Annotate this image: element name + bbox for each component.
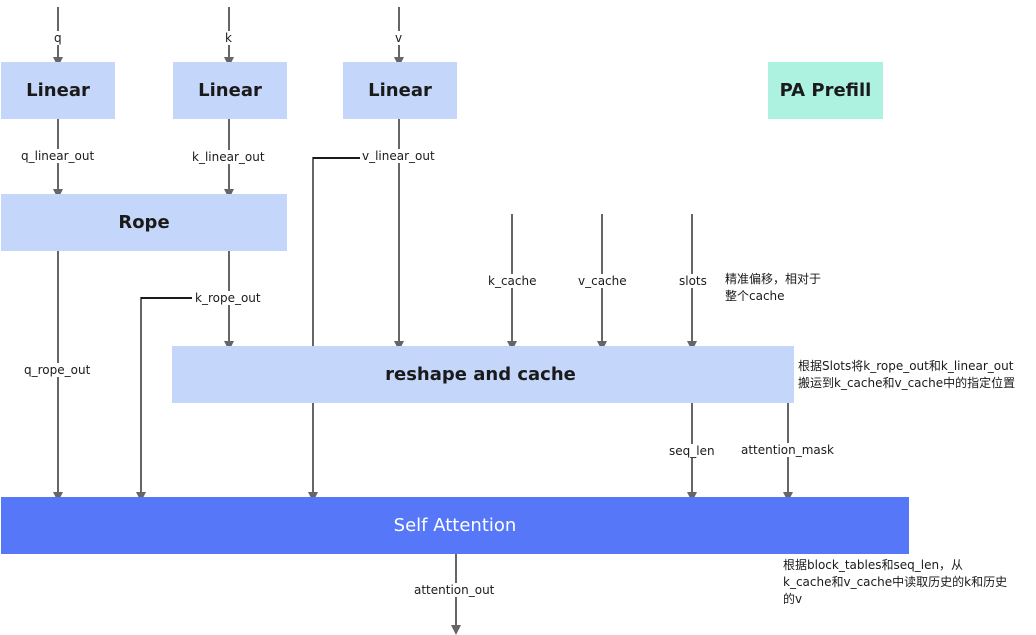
self-attention-label: Self Attention xyxy=(393,515,517,536)
linear-v-label: Linear xyxy=(368,80,432,101)
k-cache-label: k_cache xyxy=(486,274,539,288)
q-input-label: q xyxy=(52,31,64,45)
rope-label: Rope xyxy=(118,212,170,233)
k-linear-out-label: k_linear_out xyxy=(190,150,267,164)
reshape-note-line-1: 根据Slots将k_rope_out和k_linear_out xyxy=(798,359,1014,373)
q-rope-out-label: q_rope_out xyxy=(22,363,93,377)
attention-out-label: attention_out xyxy=(412,583,497,597)
attention-note-line-1: 根据block_tables和seq_len，从 xyxy=(783,558,964,572)
v-cache-label: v_cache xyxy=(576,274,629,288)
v-linear-branch-arrow xyxy=(308,157,360,502)
linear-q-box: Linear xyxy=(1,62,115,119)
linear-k-box: Linear xyxy=(173,62,287,119)
slots-note-line-1: 精准偏移，相对于 xyxy=(725,272,822,286)
rope-box: Rope xyxy=(1,194,287,251)
attention-note-line-3: 的v xyxy=(783,592,803,606)
k-input-label: k xyxy=(223,31,234,45)
slots-note-line-2: 整个cache xyxy=(725,289,785,303)
slots-note: 精准偏移，相对于 整个cache xyxy=(725,271,821,305)
attention-mask-label: attention_mask xyxy=(739,443,836,457)
linear-k-label: Linear xyxy=(198,80,262,101)
attention-note-line-2: k_cache和v_cache中读取历史的k和历史 xyxy=(783,575,1008,589)
v-input-label: v xyxy=(393,31,405,45)
linear-v-box: Linear xyxy=(343,62,457,119)
reshape-and-cache-label: reshape and cache xyxy=(385,364,576,385)
seq-len-label: seq_len xyxy=(667,444,717,458)
reshape-and-cache-box: reshape and cache xyxy=(172,346,794,403)
v-linear-out-label: v_linear_out xyxy=(360,149,437,163)
slots-label: slots xyxy=(677,274,709,288)
self-attention-box: Self Attention xyxy=(1,497,909,554)
attention-note: 根据block_tables和seq_len，从 k_cache和v_cache… xyxy=(783,557,1007,608)
linear-q-label: Linear xyxy=(26,80,90,101)
pa-prefill-label: PA Prefill xyxy=(779,80,872,101)
k-rope-out-label: k_rope_out xyxy=(193,291,263,305)
q-linear-out-label: q_linear_out xyxy=(19,149,97,163)
reshape-note: 根据Slots将k_rope_out和k_linear_out 搬运到k_cac… xyxy=(798,358,1015,392)
reshape-note-line-2: 搬运到k_cache和v_cache中的指定位置 xyxy=(798,376,1016,390)
pa-prefill-box: PA Prefill xyxy=(768,62,883,119)
